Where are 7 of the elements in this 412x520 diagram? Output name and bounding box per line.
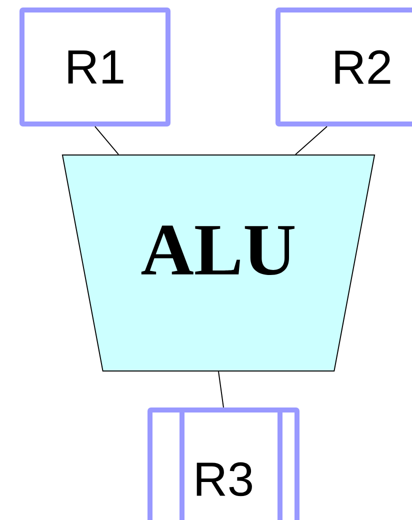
register-box: R2 (276, 8, 412, 126)
connector-line (295, 126, 328, 155)
connector-line (94, 126, 119, 155)
connector-line (218, 371, 224, 408)
register-box: R3 (148, 408, 300, 520)
register-box: R1 (20, 8, 170, 126)
alu-trapezoid: ALU (62, 154, 376, 372)
